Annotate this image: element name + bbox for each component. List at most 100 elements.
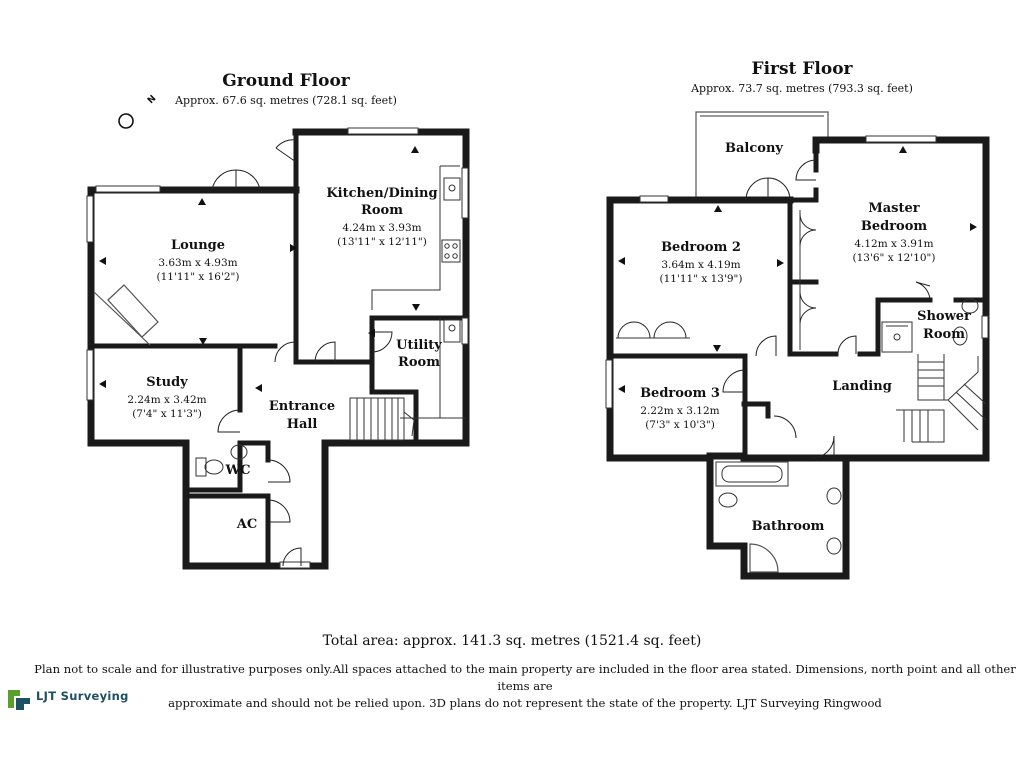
north-compass-icon: N: [108, 94, 158, 139]
basin-icon: [961, 298, 979, 314]
window: [86, 195, 94, 243]
room-name: Hall: [287, 417, 318, 432]
wall: [842, 352, 990, 462]
ground-floor-title: Ground Floor: [222, 71, 351, 91]
room-dimensions-metric: 4.24m x 3.93m: [342, 222, 421, 234]
arrow-marker: [970, 223, 977, 231]
room-dimensions-metric: 3.64m x 4.19m: [661, 259, 740, 271]
window: [461, 317, 469, 345]
window: [95, 185, 161, 193]
room-name: Lounge: [171, 238, 225, 253]
window: [86, 349, 94, 401]
staircase: [349, 397, 415, 441]
basin-icon: [230, 444, 248, 460]
wall: [741, 401, 771, 419]
toilet-icon: [204, 459, 224, 475]
room-name: Utility: [396, 338, 442, 353]
arrow-marker: [411, 146, 419, 153]
window: [865, 135, 937, 143]
ground-floor-area: Approx. 67.6 sq. metres (728.1 sq. feet): [174, 94, 397, 107]
room-name: Balcony: [725, 141, 783, 156]
room-dimensions-imperial: (7'4" x 11'3"): [132, 408, 202, 420]
room-name: AC: [236, 517, 257, 532]
balcony-outline: [695, 111, 829, 200]
room-dimensions-metric: 2.22m x 3.12m: [640, 405, 719, 417]
arrow-marker: [99, 257, 106, 265]
room-name: Landing: [832, 379, 892, 394]
sink-drain-icon: [448, 184, 456, 192]
room-dimensions-imperial: (11'11" x 16'2"): [157, 271, 240, 283]
disclaimer-line: approximate and should not be relied upo…: [168, 696, 882, 710]
wall: [857, 297, 933, 357]
window: [981, 315, 989, 339]
arrow-marker: [713, 345, 721, 352]
hob-icon: [441, 239, 461, 263]
staircase: [896, 354, 987, 443]
wall: [787, 187, 819, 203]
door: [915, 281, 931, 301]
arrow-marker: [255, 384, 262, 392]
first-floor: First Floor Approx. 73.7 sq. metres (793…: [605, 59, 990, 580]
door: [211, 139, 393, 567]
room-name: Kitchen/Dining: [326, 186, 437, 201]
basin-icon: [826, 487, 842, 505]
logo-text: LJT Surveying: [36, 689, 129, 703]
room-dimensions-imperial: (13'11" x 12'11"): [337, 236, 427, 248]
arrow-marker: [777, 259, 784, 267]
kitchen-counter: [371, 166, 441, 310]
toilet-cistern-icon: [195, 457, 207, 477]
room-name: Study: [146, 375, 188, 390]
disclaimer: Plan not to scale and for illustrative p…: [30, 661, 1020, 712]
arrow-marker: [99, 380, 106, 388]
window: [347, 127, 419, 135]
wall-cabinet: [93, 291, 151, 346]
arrow-marker: [618, 385, 625, 393]
room-name: Room: [398, 355, 440, 370]
wardrobe: [616, 210, 817, 350]
arrow-marker: [412, 304, 420, 311]
room-name: WC: [225, 463, 251, 478]
corner-bath-icon: [749, 543, 779, 573]
wall: [237, 440, 271, 463]
window: [639, 195, 669, 203]
arrow-marker: [368, 329, 375, 337]
room-name: Master: [868, 201, 919, 216]
arrow-marker: [290, 244, 297, 252]
company-logo: LJT Surveying: [4, 686, 144, 712]
window: [279, 561, 311, 569]
arrow-marker: [199, 338, 207, 345]
room-dimensions-metric: 2.24m x 3.42m: [127, 394, 206, 406]
room-name: Room: [361, 203, 403, 218]
room-name: Bedroom: [861, 219, 928, 234]
room-dimensions-metric: 4.12m x 3.91m: [854, 238, 933, 250]
window: [461, 167, 469, 219]
total-area: Total area: approx. 141.3 sq. metres (15…: [322, 633, 702, 649]
room-name: Bathroom: [752, 519, 825, 534]
bath-icon: [715, 461, 789, 487]
logo-mark-icon: [8, 690, 30, 710]
window: [605, 359, 613, 409]
wall: [706, 454, 850, 580]
sink-icon: [443, 177, 461, 201]
disclaimer-line: Plan not to scale and for illustrative p…: [34, 662, 1016, 693]
basin-icon: [826, 537, 842, 555]
room-dimensions-imperial: (11'11" x 13'9"): [660, 273, 743, 285]
room-dimensions-imperial: (13'6" x 12'10"): [853, 252, 936, 264]
arrow-marker: [198, 198, 206, 205]
room-name: Shower: [917, 309, 971, 324]
toilet-icon: [952, 326, 968, 346]
arrow-marker: [714, 205, 722, 212]
room-name: Room: [923, 327, 965, 342]
utility-sink-icon: [443, 319, 461, 343]
room-dimensions-imperial: (7'3" x 10'3"): [645, 419, 715, 431]
arrow-marker: [899, 146, 907, 153]
wall: [787, 197, 839, 357]
toilet-icon: [718, 492, 738, 508]
shower-tray-icon: [881, 321, 913, 353]
room-name: Bedroom 3: [640, 386, 720, 401]
door: [722, 159, 857, 459]
room-name: Bedroom 2: [661, 240, 741, 255]
wall: [87, 186, 470, 570]
ground-floor: Ground Floor Approx. 67.6 sq. metres (72…: [86, 71, 470, 570]
